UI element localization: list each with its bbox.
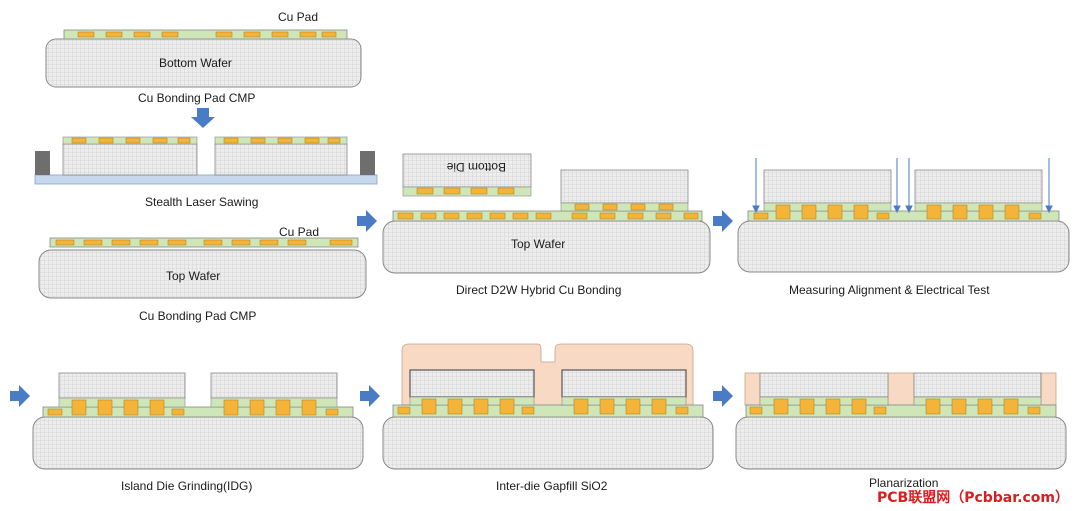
planar-die-right bbox=[913, 372, 1042, 398]
gapfill-die-left bbox=[409, 369, 535, 398]
measure-bond-layer bbox=[747, 210, 1060, 222]
measure-die-right bbox=[914, 169, 1043, 204]
bottom-wafer-label: Bottom Wafer bbox=[159, 56, 232, 70]
bottom-wafer-pads bbox=[77, 31, 337, 38]
planarization-label: Planarization bbox=[869, 476, 938, 490]
bottom-die-label: Bottom Die bbox=[446, 160, 506, 174]
gapfill-die-right bbox=[561, 369, 687, 398]
planar-oxide-mid bbox=[887, 372, 915, 406]
probe-arrows bbox=[752, 158, 1053, 214]
idg-bond-layer bbox=[42, 406, 354, 418]
idg-wafer-substrate bbox=[32, 416, 364, 470]
idg-die-right-bond bbox=[210, 397, 338, 408]
measuring-label: Measuring Alignment & Electrical Test bbox=[789, 283, 990, 297]
cu-cmp-label-1: Cu Bonding Pad CMP bbox=[138, 91, 255, 105]
idg-label: Island Die Grinding(IDG) bbox=[121, 479, 252, 493]
bottom-die-pads bbox=[416, 187, 515, 195]
idg-pads bbox=[47, 399, 339, 416]
right-arrow-icon-1 bbox=[357, 210, 377, 232]
gapfill-pads bbox=[397, 398, 689, 415]
right-arrow-icon-3 bbox=[10, 385, 30, 407]
planar-pads bbox=[749, 398, 1041, 415]
idg-die-right bbox=[210, 372, 338, 399]
d2w-label: Direct D2W Hybrid Cu Bonding bbox=[456, 283, 621, 297]
panel-bottom-wafer: Cu Pad Bottom Wafer Cu Bonding Pad CMP bbox=[45, 10, 362, 105]
right-arrow-icon-5 bbox=[713, 385, 733, 407]
bottom-die-bond-layer bbox=[402, 186, 532, 197]
idg-die-left-bond bbox=[58, 397, 186, 408]
panel-top-wafer: Cu Pad Top Wafer Cu Bonding Pad CMP bbox=[38, 225, 367, 323]
top-wafer-label-1: Top Wafer bbox=[166, 269, 220, 283]
gapfill-die-right-bond bbox=[561, 396, 687, 406]
die-pads bbox=[71, 137, 341, 144]
measure-die-left bbox=[763, 169, 892, 204]
stealth-label: Stealth Laser Sawing bbox=[145, 195, 258, 209]
planar-die-right-bond bbox=[913, 396, 1042, 406]
cu-pad-label-2: Cu Pad bbox=[279, 225, 319, 239]
down-arrow-icon bbox=[191, 108, 215, 128]
right-arrow-icon-2 bbox=[713, 210, 733, 232]
panel-d2w-bonding: Bottom Die Top Wafer Direct D2W Hybrid C… bbox=[382, 153, 711, 297]
planar-wafer-substrate bbox=[735, 416, 1067, 470]
frame-right bbox=[360, 151, 375, 175]
panel-planarization: Planarization bbox=[735, 372, 1067, 490]
bonded-die-body bbox=[560, 169, 689, 204]
bottom-die-body bbox=[402, 153, 532, 188]
top-wafer-substrate bbox=[38, 249, 367, 299]
panel-gapfill: Inter-die Gapfill SiO2 bbox=[382, 343, 714, 493]
dicing-tape bbox=[34, 174, 378, 185]
gapfill-bond-layer bbox=[392, 404, 704, 418]
measure-pads bbox=[753, 204, 1042, 220]
bonded-die-pads bbox=[574, 203, 674, 211]
gapfill-die-left-bond bbox=[409, 396, 535, 406]
idg-die-left bbox=[58, 372, 186, 399]
measure-wafer-substrate bbox=[737, 220, 1070, 273]
planar-oxide-left bbox=[744, 372, 761, 406]
top-wafer-pads bbox=[55, 239, 353, 246]
measure-die-left-bond bbox=[763, 202, 892, 212]
bottom-wafer-bond-layer bbox=[63, 29, 348, 40]
gapfill-label: Inter-die Gapfill SiO2 bbox=[496, 479, 608, 493]
planar-die-left-bond bbox=[759, 396, 889, 406]
cu-cmp-label-2: Cu Bonding Pad CMP bbox=[139, 309, 256, 323]
d2w-wafer-pads bbox=[397, 212, 699, 220]
right-arrow-icon-4 bbox=[360, 385, 380, 407]
cu-pad-label-1: Cu Pad bbox=[278, 10, 318, 24]
bonded-die-bond-layer bbox=[560, 202, 689, 212]
gapfill-wafer-substrate bbox=[382, 416, 714, 470]
panel-idg: Island Die Grinding(IDG) bbox=[32, 372, 364, 493]
panel-stealth-sawing: Stealth Laser Sawing bbox=[34, 136, 378, 209]
measure-die-right-bond bbox=[914, 202, 1043, 212]
panel-measuring: Measuring Alignment & Electrical Test bbox=[737, 158, 1070, 297]
watermark: PCB联盟网（Pcbbar.com） bbox=[877, 490, 1069, 506]
die-right bbox=[214, 143, 348, 176]
planar-die-left bbox=[759, 372, 889, 398]
top-wafer-label-2: Top Wafer bbox=[511, 237, 565, 251]
planar-oxide-right bbox=[1040, 372, 1057, 406]
die-left bbox=[62, 143, 198, 176]
frame-left bbox=[35, 151, 50, 175]
